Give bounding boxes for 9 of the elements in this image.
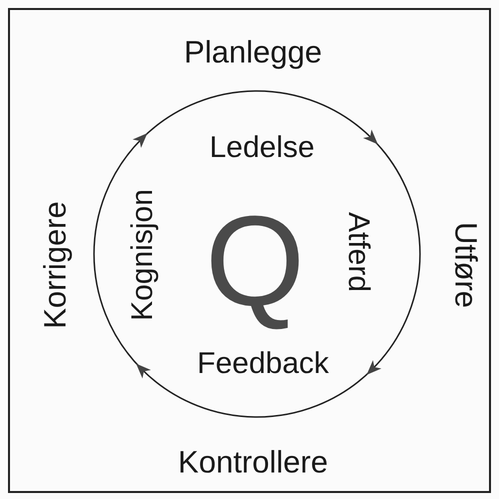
phase-label: Planlegge: [184, 36, 322, 68]
circle-label: Kognisjon: [128, 189, 158, 321]
cycle-circle: [93, 90, 421, 418]
circle-label: Feedback: [197, 349, 329, 379]
phase-label: Kontrollere: [178, 446, 328, 478]
circle-label: Atferd: [343, 212, 373, 292]
phase-label: Utføre: [450, 222, 482, 308]
phase-label: Korrigere: [40, 201, 70, 329]
circle-label: Ledelse: [209, 133, 315, 163]
